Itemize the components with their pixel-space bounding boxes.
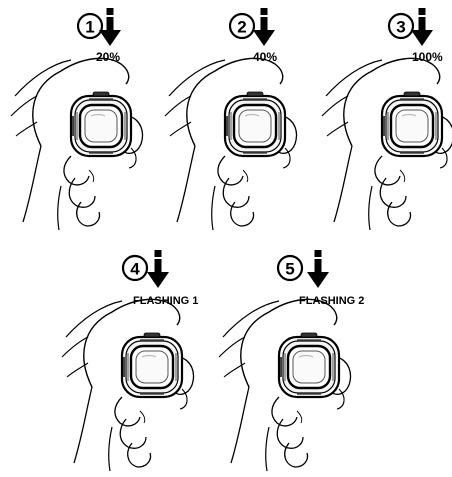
step-3: 3 100% — [322, 8, 452, 230]
device-illustration — [382, 92, 442, 156]
step-label: 40% — [253, 50, 277, 64]
step-1: 120% — [11, 8, 143, 230]
hand-holding-device-illustration — [322, 58, 452, 230]
info-arrow-down-icon — [411, 8, 433, 46]
device-illustration — [122, 333, 182, 397]
hand-holding-device-illustration — [62, 299, 194, 471]
hand-holding-device-illustration — [219, 299, 351, 471]
info-arrow-down-icon — [147, 250, 169, 288]
step-label: FLASHING 2 — [299, 295, 364, 307]
step-number-text: 1 — [85, 18, 94, 37]
hand-holding-device-illustration — [165, 58, 297, 230]
info-arrow-down-icon — [307, 250, 329, 288]
step-number-text: 4 — [130, 260, 140, 279]
step-label: FLASHING 1 — [133, 295, 198, 307]
step-number-badge: 5 — [278, 256, 302, 280]
device-illustration — [225, 92, 285, 156]
step-number-text: 3 — [396, 18, 405, 37]
step-number-badge: 1 — [78, 14, 102, 38]
step-label: 20% — [96, 50, 120, 64]
step-number-text: 5 — [285, 260, 294, 279]
info-arrow-down-icon — [253, 8, 275, 46]
step-2: 2 40% — [165, 8, 297, 230]
step-label: 100% — [412, 50, 443, 64]
step-number-badge: 4 — [123, 256, 147, 280]
hand-holding-device-illustration — [11, 58, 143, 230]
step-number-badge: 2 — [230, 14, 254, 38]
device-illustration — [279, 333, 339, 397]
step-number-text: 2 — [237, 18, 246, 37]
step-number-badge: 3 — [389, 14, 413, 38]
device-illustration — [71, 92, 131, 156]
